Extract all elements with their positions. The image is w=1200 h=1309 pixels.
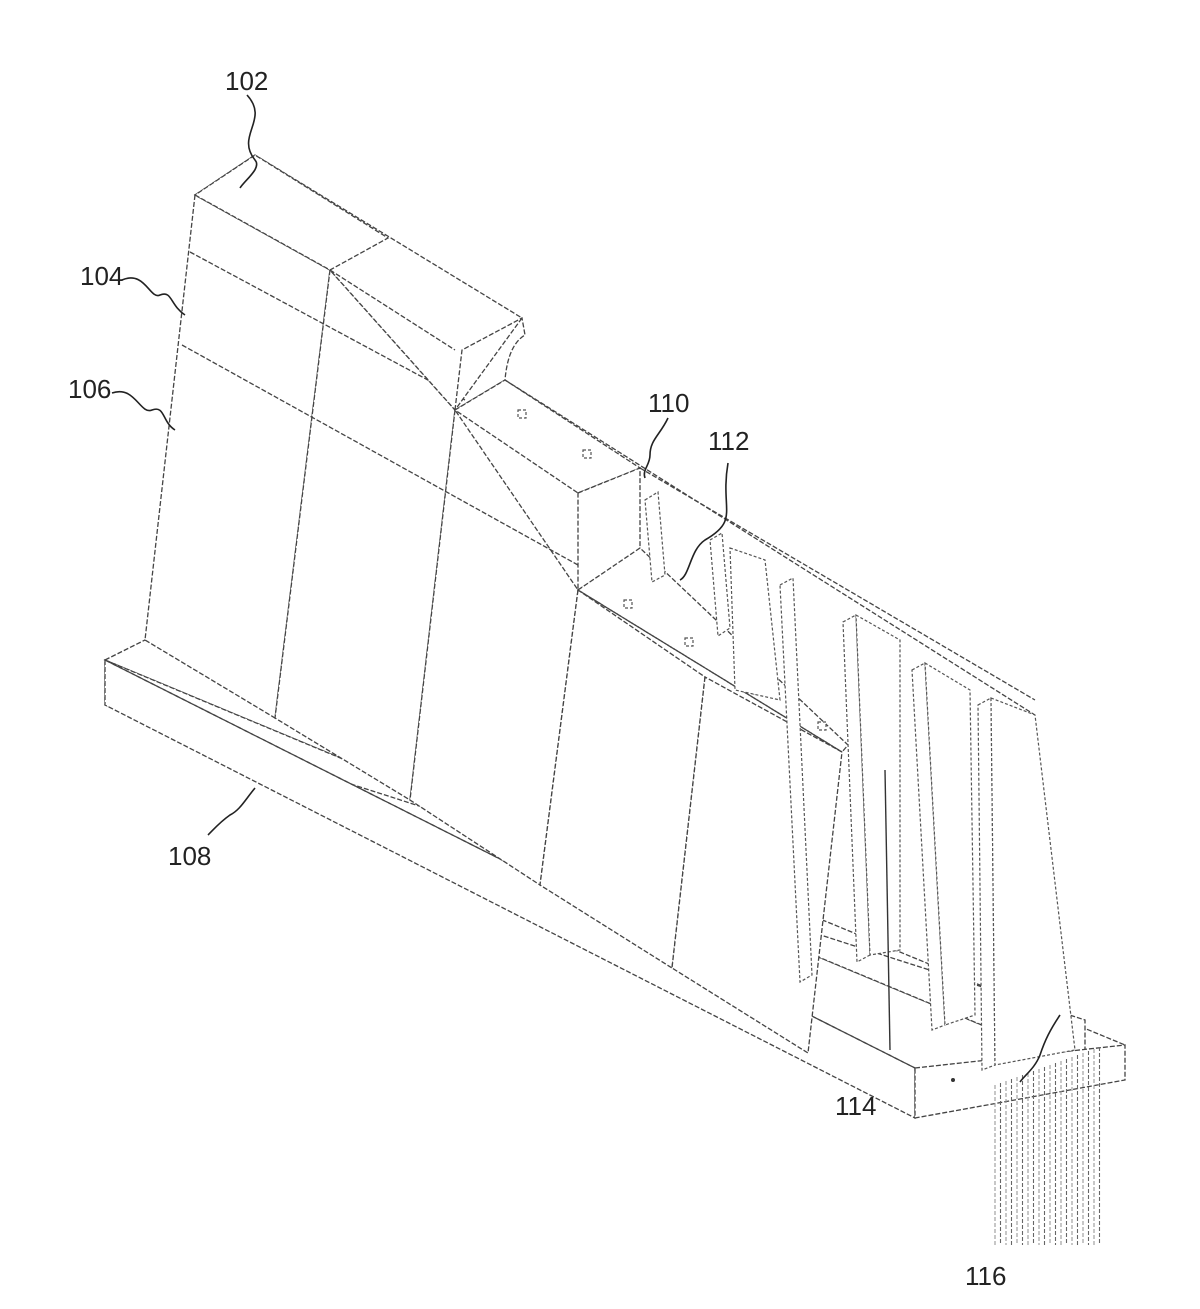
- label-102: 102: [225, 66, 268, 96]
- label-106: 106: [68, 374, 111, 404]
- label-114: 114: [835, 1091, 876, 1121]
- label-104: 104: [80, 261, 123, 291]
- label-112: 112: [708, 426, 749, 456]
- piles: [994, 1047, 1101, 1245]
- counterfort-ribs: [504, 379, 1076, 1082]
- leader-lines: [111, 94, 1061, 1083]
- reference-numerals: 102 104 106 108 110 112 114 116: [68, 66, 1006, 1291]
- label-116: 116: [965, 1261, 1006, 1291]
- label-108: 108: [168, 841, 211, 871]
- label-110: 110: [648, 388, 689, 418]
- wall-panels: [144, 154, 849, 1055]
